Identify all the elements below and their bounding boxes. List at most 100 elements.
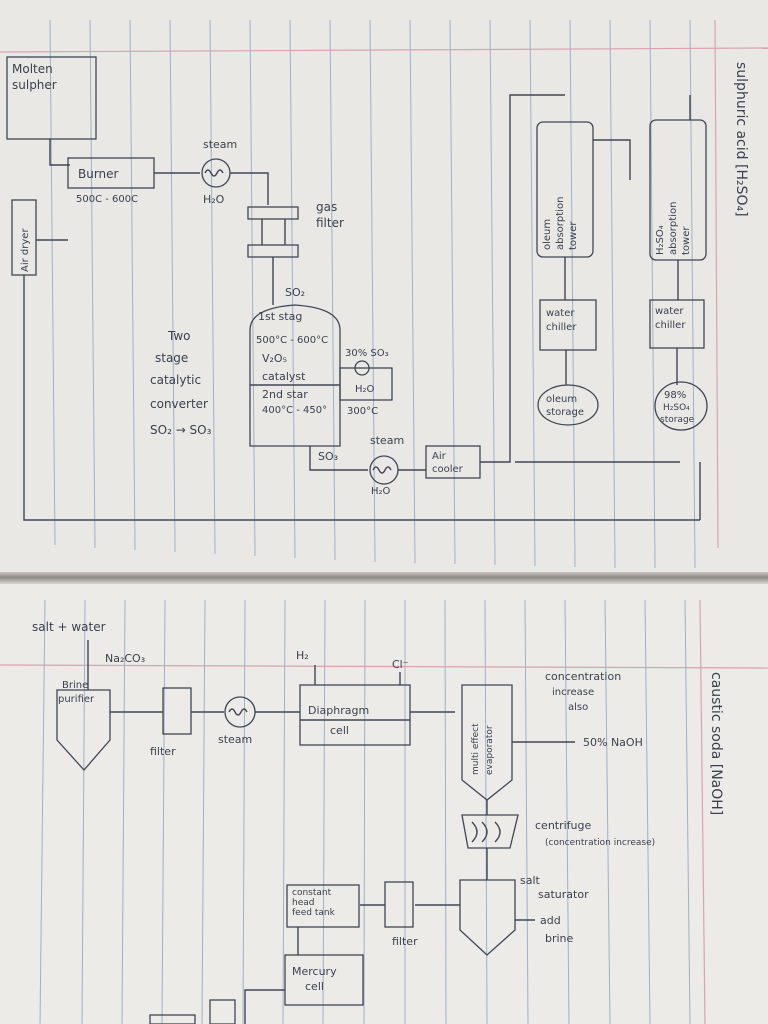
stage1-label-3: V₂O₅	[262, 352, 287, 365]
h2so4-storage-tank	[654, 381, 708, 431]
page-fold	[0, 572, 768, 584]
converter-reaction: SO₂ → SO₃	[150, 423, 212, 437]
filter-2-box	[384, 881, 414, 928]
water-chiller-2-label-1: water	[655, 306, 684, 317]
water-chiller-1-box	[539, 299, 597, 351]
partial-box-2	[149, 1014, 196, 1024]
centrifuge-label-2: (concentration increase)	[545, 838, 655, 848]
water-label-1: H₂O	[203, 193, 225, 206]
feed-tank-label-2: head	[292, 898, 314, 908]
oleum-storage-tank	[537, 384, 599, 426]
evaporator-label-2: evaporator	[485, 725, 495, 775]
diaphragm-cell-label-2: cell	[330, 724, 349, 737]
mercury-cell-label-1: Mercury	[292, 965, 337, 978]
add-brine-label-1: add	[540, 914, 561, 927]
intercooler-loop	[339, 367, 393, 401]
evaporator-label-1: multi effect	[471, 723, 481, 775]
oleum-storage-label-1: oleum	[546, 394, 577, 405]
sulphuric-acid-diagram: Molten sulpher Burner 500C - 600C steam …	[6, 56, 749, 521]
feed-tank-label-1: constant	[292, 888, 332, 898]
h2so4-storage-label-3: storage	[660, 415, 695, 425]
stage2-label-1: 2nd star	[262, 388, 308, 401]
brine-purifier-label-1: Brine	[62, 680, 88, 691]
water-label-2: H₂O	[355, 384, 375, 395]
sulphuric-title: sulphuric acid [H₂SO₄]	[733, 62, 749, 217]
converter-label-4: converter	[150, 397, 208, 411]
salt-saturator-label-2: saturator	[538, 888, 589, 901]
molten-sulphur-label-2: sulpher	[12, 78, 57, 92]
air-dryer-label: Air dryer	[20, 228, 31, 272]
oleum-tower-label-2: absorption	[555, 197, 566, 250]
burner-temperature: 500C - 600C	[76, 194, 138, 205]
caustic-soda-diagram: salt + water Na₂CO₃ Brine purifier filte…	[32, 620, 724, 1024]
burner-label: Burner	[78, 167, 119, 181]
temp-300-label: 300°C	[347, 406, 378, 417]
stage1-label-2: 500°C - 600°C	[256, 335, 328, 346]
constant-head-feed-tank	[286, 884, 360, 928]
ruled-lines-top	[0, 19, 768, 569]
converter-label-1: Two	[167, 329, 191, 343]
gas-filter-label-2: filter	[316, 216, 344, 230]
h2so4-tower-label-3: tower	[681, 226, 692, 255]
partial-box	[209, 999, 236, 1024]
molten-sulphur-label-1: Molten	[12, 62, 53, 76]
steam-label-2: steam	[370, 434, 404, 447]
salt-saturator-label-1: salt	[520, 874, 541, 887]
water-chiller-1-label-1: water	[546, 308, 575, 319]
molten-sulphur-box	[6, 56, 97, 140]
centrifuge-label-1: centrifuge	[535, 819, 592, 832]
concentration-label-1: concentration	[545, 670, 621, 683]
chlorine-label: Cl⁻	[392, 658, 409, 671]
caustic-title: caustic soda [NaOH]	[708, 672, 724, 815]
intercooler-icon	[354, 360, 370, 376]
filter-2-label: filter	[392, 935, 418, 948]
air-cooler-label-2: cooler	[432, 464, 464, 475]
gas-filter-label-1: gas	[316, 200, 337, 214]
oleum-tower-label-3: tower	[568, 221, 579, 250]
water-label-3: H₂O	[371, 486, 391, 497]
notebook-page-sulphuric	[0, 0, 768, 578]
water-chiller-1-label-2: chiller	[546, 322, 577, 333]
mercury-cell-label-2: cell	[305, 980, 324, 993]
concentration-label-3: also	[568, 702, 588, 713]
hydrogen-label: H₂	[296, 649, 309, 662]
so3-30-label: 30% SO₃	[345, 348, 389, 359]
oleum-storage-label-2: storage	[546, 407, 584, 418]
so2-label: SO₂	[285, 286, 305, 299]
na2co3-label: Na₂CO₃	[105, 652, 145, 665]
stage2-label-2: 400°C - 450°	[262, 405, 327, 416]
gas-filter-top	[247, 206, 299, 220]
catalytic-converter-box	[249, 304, 341, 447]
add-brine-label-2: brine	[545, 932, 574, 945]
h2so4-storage-label-1: 98%	[664, 390, 686, 401]
naoh-50-label: 50% NaOH	[583, 736, 643, 749]
brine-purifier-box	[56, 689, 111, 771]
h2so4-tower-label-2: absorption	[668, 202, 679, 255]
h2so4-storage-label-2: H₂SO₄	[663, 403, 690, 413]
water-chiller-2-label-2: chiller	[655, 320, 686, 331]
converter-label-3: catalytic	[150, 373, 201, 387]
mercury-cell-box	[284, 954, 364, 1006]
ruled-lines-bottom	[0, 599, 768, 1024]
filter-box	[162, 687, 192, 735]
feed-tank-label-3: feed tank	[292, 908, 336, 918]
concentration-label-2: increase	[552, 687, 594, 698]
caustic-steam-label: steam	[218, 733, 252, 746]
h2so4-tower-label-1: H₂SO₄	[655, 225, 666, 255]
diaphragm-cell-box	[299, 684, 411, 746]
air-cooler-label-1: Air	[432, 451, 447, 462]
salt-water-label: salt + water	[32, 620, 106, 634]
oleum-tower-label-1: oleum	[542, 219, 553, 250]
stage1-label-4: catalyst	[262, 370, 306, 383]
multi-effect-evaporator	[461, 684, 513, 801]
stage1-label-1: 1st stag	[258, 310, 302, 323]
diaphragm-cell-label-1: Diaphragm	[308, 704, 369, 717]
so3-label: SO₃	[318, 450, 338, 463]
converter-label-2: stage	[155, 351, 188, 365]
steam-heat-exchanger-icon	[201, 158, 231, 188]
gas-filter-bottom	[247, 244, 299, 258]
steam-label: steam	[203, 138, 237, 151]
filter-label: filter	[150, 745, 176, 758]
